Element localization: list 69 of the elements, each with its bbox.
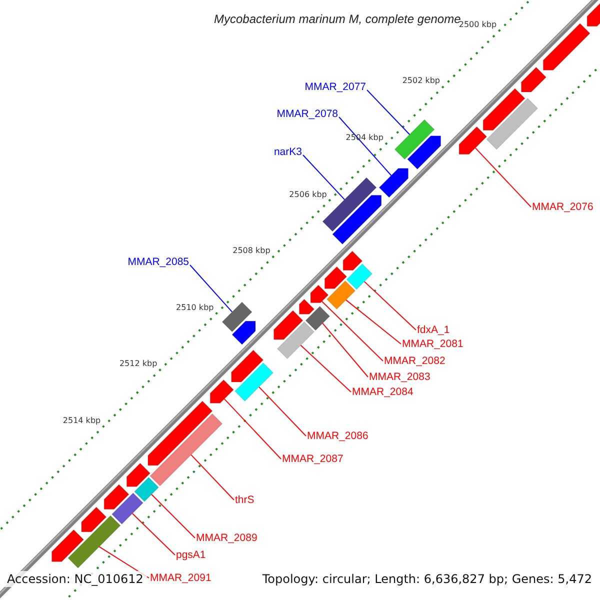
gene-bar: [305, 306, 330, 331]
gene-label: MMAR_2087: [282, 453, 344, 466]
tick-label: 2508 kbp: [232, 246, 270, 256]
gene-label: thrS: [235, 494, 254, 507]
gene-bar: [486, 98, 538, 150]
gene-feature: [324, 266, 348, 289]
gene-label: MMAR_2086: [307, 430, 368, 443]
leader-line: [321, 300, 384, 362]
gene-label: MMAR_2077: [304, 81, 366, 94]
leader-line: [132, 513, 176, 556]
gene-label: MMAR_2082: [384, 355, 446, 368]
gene-label: narK3: [274, 146, 302, 159]
gene-bar: [111, 492, 144, 525]
leader-line: [364, 281, 416, 330]
gene-label: MMAR_2076: [532, 201, 594, 214]
tick-label: 2510 kbp: [176, 302, 214, 313]
gene-label: MMAR_2091: [150, 572, 212, 585]
gene-bar: [222, 302, 252, 332]
tick-label: 2502 kbp: [402, 76, 440, 86]
gene-feature: [378, 168, 408, 198]
gene-feature: [407, 136, 442, 170]
tick-label: 2512 kbp: [119, 359, 158, 370]
gene-feature: [52, 529, 84, 562]
gene-label: fdxA_1: [417, 324, 450, 337]
gene-bar: [346, 263, 373, 290]
leader-line: [190, 454, 234, 500]
gene-bar: [394, 119, 435, 160]
gene-label: MMAR_2083: [369, 371, 430, 384]
leader-line: [366, 90, 410, 135]
gene-feature: [210, 379, 234, 404]
gene-feature: [332, 195, 382, 245]
gene-feature: [148, 400, 213, 466]
leader-line: [224, 398, 282, 460]
gene-feature: [81, 506, 107, 532]
gene-bar: [276, 321, 315, 360]
gene-feature: [542, 23, 590, 70]
gene-label: MMAR_2081: [402, 338, 464, 351]
gene-feature: [310, 284, 329, 304]
leader-line: [322, 322, 368, 378]
gene-bar: [326, 280, 356, 310]
gene-feature: [232, 320, 256, 345]
gene-feature: [126, 462, 151, 487]
leader-line: [474, 147, 532, 208]
gene-label: MMAR_2085: [128, 256, 189, 269]
gene-feature: [274, 310, 304, 340]
leader-line: [151, 494, 196, 538]
gene-feature: [482, 88, 526, 131]
gene-feature: [231, 350, 264, 382]
gene-feature: [458, 126, 488, 155]
leader-line: [345, 299, 402, 344]
gene-feature: [299, 298, 315, 314]
map-title: Mycobacterium marinum M, complete genome: [214, 11, 461, 26]
gene-label: MMAR_2084: [352, 386, 414, 399]
gene-label: MMAR_2078: [276, 108, 338, 121]
gene-bar: [68, 515, 121, 568]
gene-label: pgsA1: [176, 549, 206, 562]
gene-feature: [342, 250, 363, 271]
gene-feature: [104, 484, 130, 510]
gene-bar: [134, 477, 159, 502]
tick-label: 2514 kbp: [62, 416, 101, 426]
tick-label: 2506 kbp: [289, 190, 327, 200]
leader-line: [338, 116, 392, 176]
tick-label: 2500 kbp: [458, 20, 497, 30]
gene-bar: [234, 362, 274, 402]
gene-label: MMAR_2089: [196, 532, 258, 545]
accession-text: Accession: NC_010612: [3, 571, 148, 587]
gene-feature: [521, 66, 546, 92]
gene-bar: [150, 413, 223, 486]
leader-line: [302, 154, 346, 200]
